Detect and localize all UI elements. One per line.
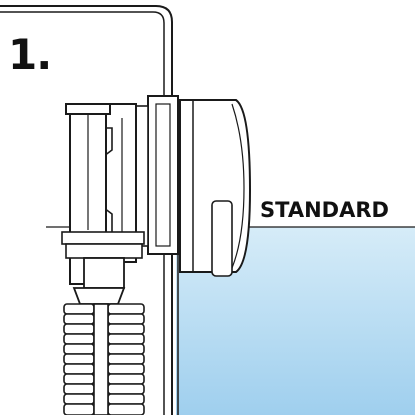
wall-flange-inner bbox=[155, 103, 171, 247]
faceplate-inner-curve bbox=[231, 103, 245, 269]
center-rigid-pipe bbox=[93, 303, 109, 415]
lower-fitting-nut bbox=[83, 257, 125, 289]
lower-fitting-band-1 bbox=[61, 231, 145, 245]
pool-wall-inner bbox=[0, 11, 165, 415]
pipe-top-cap bbox=[65, 103, 111, 115]
standard-label: STANDARD bbox=[260, 198, 389, 222]
lower-fitting-band-2 bbox=[65, 243, 143, 259]
corrugated-hose-right bbox=[107, 303, 145, 415]
flange-collar bbox=[135, 105, 149, 247]
hose-connector bbox=[72, 287, 126, 305]
corrugated-hose-left bbox=[63, 303, 95, 415]
step-number: 1. bbox=[8, 30, 52, 79]
skimmer-mouth bbox=[211, 200, 233, 277]
pool-wall-outer bbox=[0, 5, 173, 415]
